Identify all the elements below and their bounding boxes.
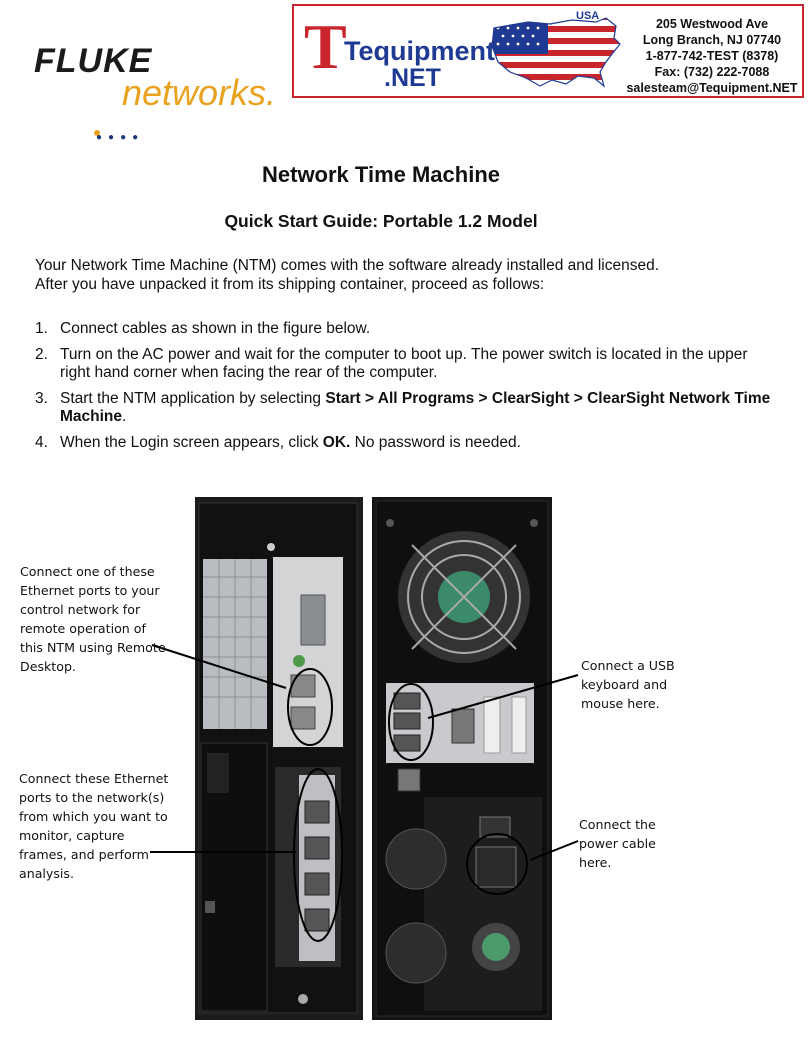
step-number: 3. bbox=[35, 390, 48, 407]
tequipment-logo-text: Tequipment bbox=[344, 36, 495, 66]
chassis-front-photo bbox=[195, 497, 363, 1020]
address-line-email: salesteam@Tequipment.NET bbox=[626, 81, 798, 95]
logo-dots-icon: ●●●● bbox=[96, 132, 145, 143]
step-item: 4. When the Login screen appears, click … bbox=[35, 434, 775, 452]
intro-line: After you have unpacked it from its ship… bbox=[35, 276, 545, 293]
usa-flag-map-icon bbox=[491, 17, 621, 88]
intro-paragraph: Your Network Time Machine (NTM) comes wi… bbox=[35, 256, 775, 294]
step-text: Connect cables as shown in the figure be… bbox=[60, 320, 371, 337]
step-text: Start the NTM application by selecting bbox=[60, 390, 326, 407]
usa-label: USA bbox=[576, 10, 600, 22]
address-line-fax: Fax: (732) 222-7088 bbox=[654, 65, 770, 79]
page-title: Network Time Machine bbox=[262, 162, 500, 187]
tequipment-t-glyph: T bbox=[304, 11, 347, 82]
step-number: 1. bbox=[35, 320, 48, 337]
callout-usb: Connect a USB keyboard and mouse here. bbox=[581, 658, 675, 711]
intro-line: Your Network Time Machine (NTM) comes wi… bbox=[35, 257, 659, 274]
step-text-end: No password is needed. bbox=[350, 434, 521, 451]
chassis-front-image bbox=[195, 497, 363, 1020]
callout-control-network: Connect one of these Ethernet ports to y… bbox=[20, 564, 166, 674]
step-item: 1. Connect cables as shown in the figure… bbox=[35, 320, 775, 338]
callout-power: Connect the power cable here. bbox=[579, 817, 656, 870]
step-text: Turn on the AC power and wait for the co… bbox=[60, 346, 748, 381]
step-item: 3. Start the NTM application by selectin… bbox=[35, 390, 775, 426]
steps-list: 1. Connect cables as shown in the figure… bbox=[35, 320, 775, 460]
networks-logo-word: networks. bbox=[122, 72, 277, 113]
logo-dot-icon bbox=[94, 130, 100, 136]
tequipment-banner: T Tequipment .NET USA 205 Wes bbox=[292, 4, 804, 98]
address-line-phone: 1-877-742-TEST (8378) bbox=[645, 49, 779, 63]
step-number: 4. bbox=[35, 434, 48, 451]
address-block: 205 Westwood Ave Long Branch, NJ 07740 1… bbox=[622, 16, 802, 96]
callout-monitor-network: Connect these Ethernet ports to the netw… bbox=[19, 771, 169, 881]
step-item: 2. Turn on the AC power and wait for the… bbox=[35, 346, 775, 382]
step-number: 2. bbox=[35, 346, 48, 363]
address-line-street: 205 Westwood Ave bbox=[655, 17, 769, 31]
tequipment-net-text: .NET bbox=[384, 64, 441, 92]
fluke-networks-logo: FLUKE networks. ●●●● bbox=[30, 38, 280, 143]
step-text: When the Login screen appears, click bbox=[60, 434, 323, 451]
chassis-rear-image bbox=[372, 497, 552, 1020]
step-text-end: . bbox=[122, 408, 127, 425]
step-menu-path: Start > All Programs > ClearSight > Clea… bbox=[60, 390, 771, 425]
chassis-rear-photo bbox=[372, 497, 552, 1020]
address-line-city: Long Branch, NJ 07740 bbox=[642, 33, 782, 47]
step-ok-label: OK. bbox=[322, 434, 351, 451]
fluke-logo-word: FLUKE bbox=[34, 42, 153, 80]
page-subtitle: Quick Start Guide: Portable 1.2 Model bbox=[224, 211, 538, 231]
